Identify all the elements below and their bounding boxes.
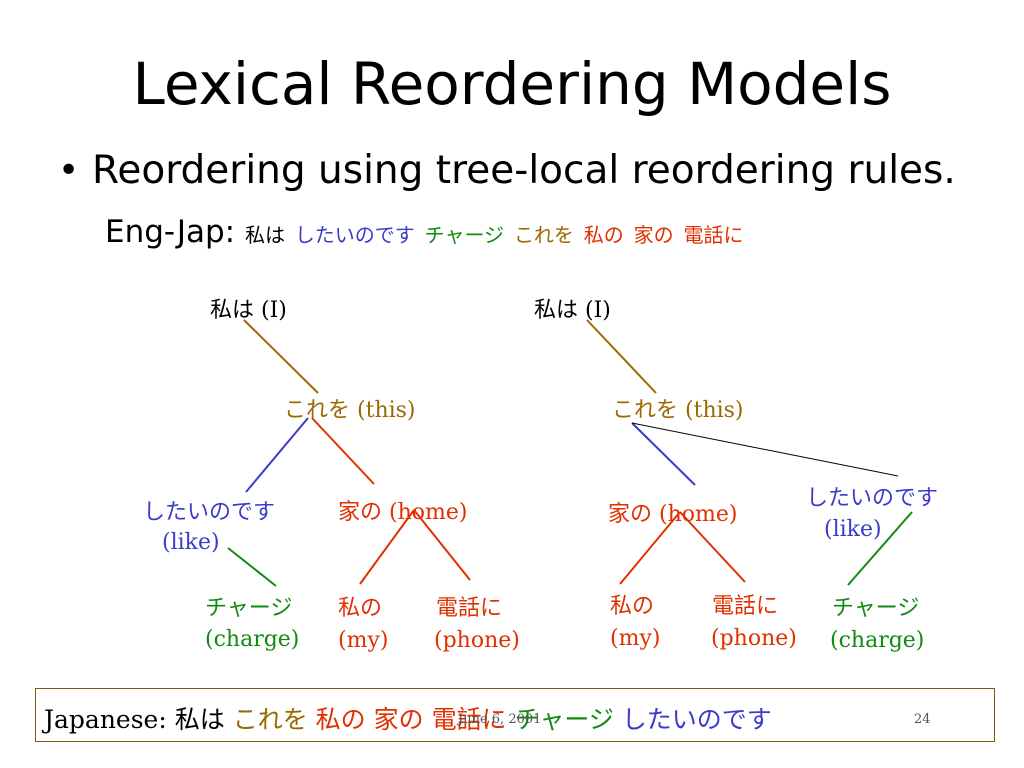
eng-jap-word: 私の <box>583 223 624 247</box>
japanese-result-word: これを <box>232 705 308 734</box>
edge-left-like-charge <box>227 547 277 587</box>
edge-left-this-like <box>245 417 309 493</box>
left-node-charge-jp: チャージ <box>205 596 293 621</box>
japanese-result-word: したいのです <box>621 705 772 734</box>
eng-jap-word: 電話に <box>683 223 744 247</box>
japanese-result-line: Japanese: 私は これを 私の 家の 電話に チャージ したいのです <box>44 700 772 736</box>
slide-title: Lexical Reordering Models <box>132 50 892 118</box>
eng-jap-word: 私は <box>244 223 285 247</box>
left-node-like-jp: したいのです <box>143 500 276 525</box>
left-node-my-en: (my) <box>338 628 389 653</box>
right-node-charge-en: (charge) <box>830 628 925 653</box>
left-node-root: 私は (I) <box>210 298 287 323</box>
japanese-result-word: 家の <box>373 705 424 734</box>
edge-right-like-charge <box>847 511 913 586</box>
left-node-this: これを (this) <box>284 398 416 423</box>
right-node-phone-jp: 電話に <box>712 594 779 619</box>
eng-jap-word: 家の <box>633 223 674 247</box>
japanese-result-word: 私の <box>315 705 366 734</box>
bullet-text: Reordering using tree-local reordering r… <box>92 148 956 193</box>
eng-jap-line: Eng-Jap: 私は したいのです チャージ これを 私の 家の 電話に <box>105 214 744 250</box>
japanese-result-label: Japanese: <box>44 705 167 734</box>
bullet-dot: • <box>58 150 80 191</box>
right-node-like-jp: したいのです <box>806 486 939 511</box>
edge-left-home-my <box>359 509 415 585</box>
right-node-home: 家の (home) <box>608 502 738 527</box>
left-node-home: 家の (home) <box>338 500 468 525</box>
edge-left-this-home <box>311 417 375 485</box>
eng-jap-word: これを <box>513 223 574 247</box>
edge-left-root-this <box>243 319 319 394</box>
right-node-like-en: (like) <box>824 517 882 542</box>
footer-page-number: 24 <box>914 712 931 727</box>
left-node-my-jp: 私の <box>338 596 383 621</box>
edge-right-this-like <box>631 422 899 477</box>
edge-right-home-phone <box>679 511 746 583</box>
eng-jap-word: チャージ <box>424 223 505 247</box>
eng-jap-label: Eng-Jap: <box>105 214 236 250</box>
japanese-result-word: 私は <box>174 705 225 734</box>
left-node-charge-en: (charge) <box>205 627 300 652</box>
left-node-phone-jp: 電話に <box>436 596 503 621</box>
edge-right-root-this <box>586 319 657 394</box>
right-node-charge-jp: チャージ <box>832 596 920 621</box>
footer-date: June 6, 2001 <box>458 712 542 727</box>
eng-jap-word: したいのです <box>294 223 415 247</box>
right-node-this: これを (this) <box>612 398 744 423</box>
japanese-result-word: チャージ <box>514 705 614 734</box>
edge-left-home-phone <box>413 509 471 581</box>
right-node-my-jp: 私の <box>610 594 655 619</box>
japanese-result-word: 電話に <box>431 705 507 734</box>
right-node-root: 私は (I) <box>534 298 611 323</box>
edge-right-home-my <box>619 511 681 585</box>
left-node-like-en: (like) <box>162 530 220 555</box>
japanese-result-box <box>35 688 995 742</box>
right-node-phone-en: (phone) <box>711 626 797 651</box>
left-node-phone-en: (phone) <box>434 628 520 653</box>
right-node-my-en: (my) <box>610 626 661 651</box>
edge-right-this-home <box>631 422 696 486</box>
